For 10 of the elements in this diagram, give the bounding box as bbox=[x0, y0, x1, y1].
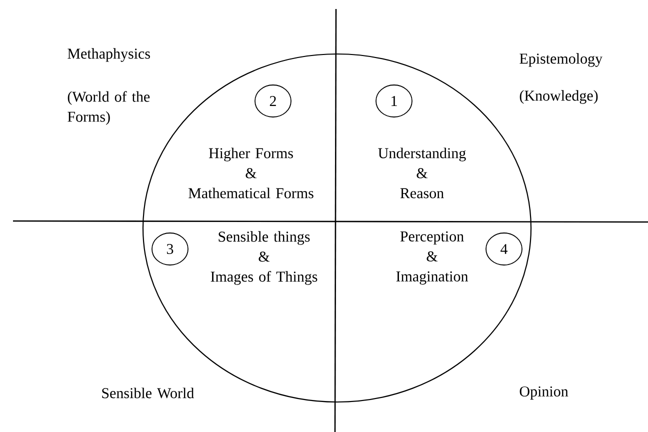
region-label: Sensible World bbox=[102, 388, 194, 398]
quadrant-text: Perception & Imagination bbox=[396, 231, 468, 285]
region-label: Opinion bbox=[520, 386, 568, 400]
quadrant-text: Understanding & Reason bbox=[378, 148, 466, 198]
quadrant-text: Higher Forms & Mathematical Forms bbox=[188, 148, 314, 198]
region-label: Methaphysics bbox=[68, 48, 150, 62]
quadrant-text: Sensible things & Images of Things bbox=[210, 231, 318, 285]
region-label: Epistemology bbox=[520, 53, 602, 67]
region-label: (World of the Forms) bbox=[68, 91, 150, 125]
region-label: (Knowledge) bbox=[520, 90, 598, 104]
